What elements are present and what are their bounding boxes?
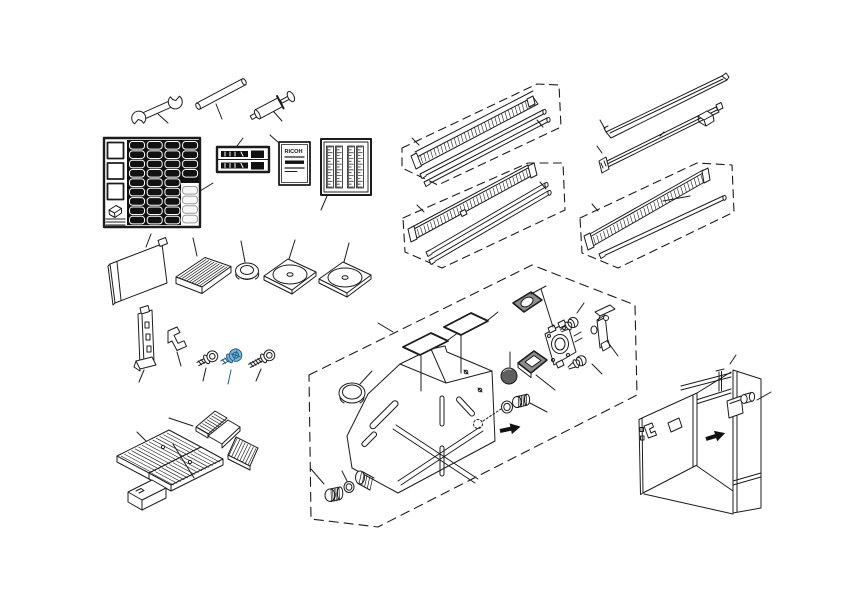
leader-line <box>756 391 772 401</box>
assembly-boundary <box>308 264 638 528</box>
grommet[interactable] <box>235 240 260 280</box>
assembly-boundary <box>401 83 562 186</box>
arrow-icon <box>499 423 521 435</box>
leader-line <box>529 402 548 413</box>
screw-short[interactable] <box>195 349 219 382</box>
leader-line <box>269 134 280 144</box>
rail-assembly-3[interactable] <box>579 162 735 269</box>
door-assembly[interactable] <box>638 354 772 515</box>
knurled-cap-right[interactable] <box>512 393 548 413</box>
leader-line <box>530 285 547 295</box>
leader-line <box>359 370 373 385</box>
leader-line <box>662 195 691 202</box>
leader-line <box>168 417 194 427</box>
leader-line <box>136 431 147 442</box>
brand-text: RICOH <box>285 149 303 155</box>
leader-line <box>273 111 283 122</box>
leader-line <box>729 354 737 365</box>
disc-plate-2[interactable] <box>318 242 372 298</box>
leader-line <box>487 311 499 321</box>
guide-rail[interactable] <box>596 102 724 174</box>
front-door[interactable] <box>638 371 734 515</box>
scale-decal[interactable] <box>320 138 372 211</box>
leader-line <box>591 363 603 375</box>
rubber-cap[interactable] <box>500 351 518 385</box>
leader-line <box>157 113 169 124</box>
leader-line <box>215 103 223 120</box>
leader-line <box>535 374 556 391</box>
leader-line <box>539 181 547 190</box>
leader-line <box>138 369 145 383</box>
disc-plate-1[interactable] <box>263 239 317 295</box>
seal-ring-left[interactable] <box>341 470 355 493</box>
brand-decal[interactable]: RICOH <box>269 134 311 186</box>
leader-line <box>377 322 394 333</box>
shoulder-screw-2[interactable] <box>566 354 603 375</box>
leader-line <box>288 239 296 260</box>
rail-assembly-1[interactable] <box>401 83 562 187</box>
foam-saddle[interactable] <box>168 410 259 471</box>
toner-tank[interactable] <box>346 345 502 494</box>
leader-line <box>236 137 244 147</box>
door-latch[interactable] <box>643 422 657 439</box>
blade-strip[interactable] <box>599 72 730 139</box>
leader-line <box>341 470 348 482</box>
seal-ring-right[interactable] <box>501 400 513 414</box>
leader-line <box>227 369 232 385</box>
leader-line <box>343 242 350 263</box>
pump-unit[interactable] <box>540 288 583 369</box>
insert-arrow-2 <box>705 430 726 442</box>
screw-highlighted[interactable] <box>219 347 244 385</box>
open-end-wrench[interactable] <box>129 93 184 128</box>
assembly-boundary <box>402 162 566 269</box>
leader-line <box>145 233 152 248</box>
decal-sheet[interactable] <box>102 136 214 229</box>
foam-platform[interactable] <box>116 429 224 511</box>
pipe-tool[interactable] <box>195 78 247 120</box>
leader-line <box>192 237 198 257</box>
corrugated-pad[interactable] <box>175 237 232 294</box>
leader-line <box>416 204 425 213</box>
machine-frame[interactable] <box>680 354 772 514</box>
leader-line <box>576 302 585 314</box>
syringe-tool[interactable] <box>248 89 297 124</box>
leader-line <box>176 351 182 367</box>
box-icon <box>108 205 122 218</box>
leader-line <box>411 137 420 146</box>
leader-line <box>591 203 599 212</box>
oval-gasket[interactable] <box>512 285 547 313</box>
leader-line <box>606 340 619 357</box>
screw-long[interactable] <box>247 348 277 382</box>
leader-line <box>240 240 246 263</box>
leader-line <box>320 195 328 211</box>
label-pad-2[interactable] <box>443 311 499 374</box>
shoulder-screw-1[interactable] <box>558 302 585 335</box>
leader-line <box>199 182 214 192</box>
leader-line <box>202 367 207 382</box>
insert-arrow-1 <box>499 423 521 435</box>
leader-line <box>596 145 603 154</box>
spout[interactable] <box>355 470 375 491</box>
lock-lever[interactable] <box>590 304 619 357</box>
leader-line <box>255 368 262 382</box>
clip-bracket[interactable] <box>167 326 187 367</box>
barcode-decal[interactable] <box>215 137 271 174</box>
guide-roller[interactable] <box>740 391 756 404</box>
tank-cap[interactable] <box>338 370 373 404</box>
mounting-bracket[interactable] <box>133 305 157 383</box>
tank-assembly[interactable] <box>308 264 638 528</box>
assembly-boundary <box>579 162 735 269</box>
leader-line <box>536 119 544 128</box>
leader-line <box>310 468 325 485</box>
leader-line <box>599 119 606 130</box>
square-gasket[interactable] <box>517 350 556 391</box>
rail-assembly-2[interactable] <box>402 162 566 269</box>
side-plate[interactable] <box>107 233 168 306</box>
leader-line <box>540 288 554 328</box>
arrow-icon <box>705 430 726 442</box>
knurled-cap-left[interactable] <box>310 468 344 503</box>
